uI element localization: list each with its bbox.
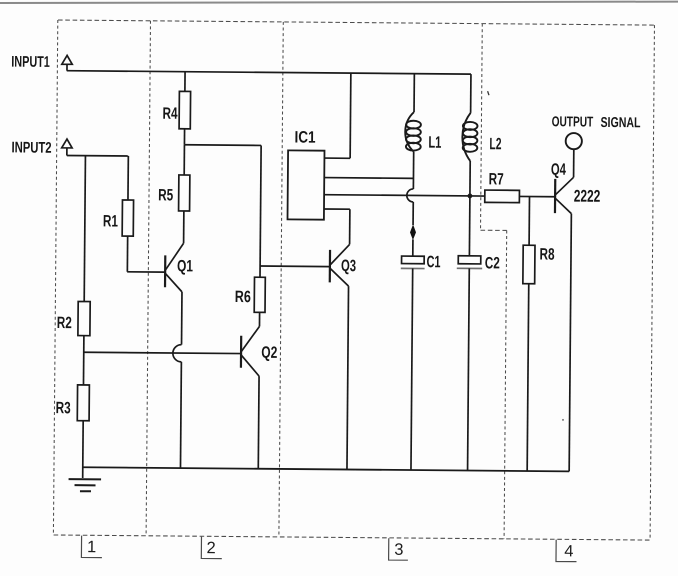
svg-text:IC1: IC1 — [294, 129, 315, 147]
svg-text:R6: R6 — [235, 288, 251, 306]
svg-text:OUTPUT: OUTPUT — [552, 114, 594, 130]
svg-text:L1: L1 — [428, 134, 441, 152]
svg-text:Q4: Q4 — [551, 161, 567, 179]
svg-text:C1: C1 — [426, 253, 440, 271]
svg-text:SIGNAL: SIGNAL — [600, 115, 640, 131]
svg-text:R1: R1 — [103, 212, 118, 230]
svg-text:Q3: Q3 — [341, 257, 356, 275]
svg-text:Q2: Q2 — [261, 344, 277, 362]
svg-text:L2: L2 — [489, 135, 501, 153]
svg-text:R8: R8 — [539, 246, 554, 264]
svg-text:C2: C2 — [485, 254, 500, 272]
svg-text:1: 1 — [87, 538, 96, 556]
svg-text:R5: R5 — [158, 186, 173, 204]
svg-text:4: 4 — [564, 542, 573, 560]
svg-text:2222: 2222 — [574, 187, 601, 206]
svg-text:INPUT2: INPUT2 — [12, 139, 52, 156]
svg-text:R4: R4 — [163, 105, 179, 123]
svg-text:2: 2 — [207, 539, 216, 557]
svg-text:3: 3 — [394, 541, 403, 559]
svg-text:R3: R3 — [56, 399, 71, 417]
svg-text:INPUT1: INPUT1 — [11, 54, 50, 71]
svg-text:R2: R2 — [57, 314, 72, 332]
svg-text:R7: R7 — [489, 170, 504, 188]
svg-text:Q1: Q1 — [177, 257, 193, 275]
